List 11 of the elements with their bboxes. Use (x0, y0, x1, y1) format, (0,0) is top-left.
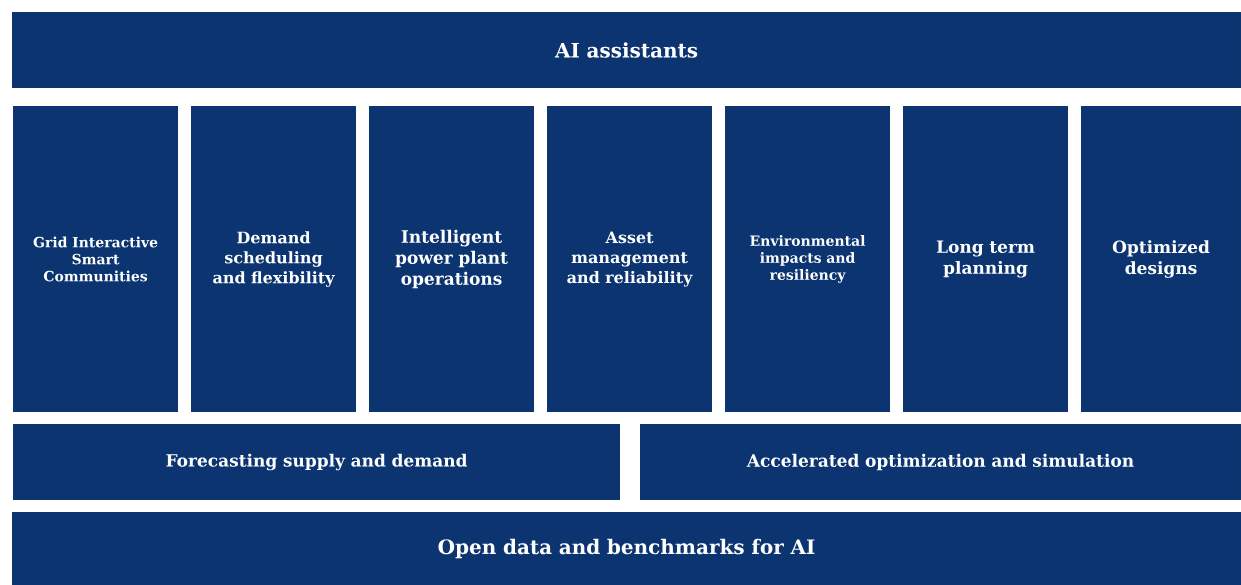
layer-band: Forecasting supply and demand (13, 424, 620, 500)
application-column: Asset management and reliability (547, 106, 712, 412)
application-column: Grid Interactive Smart Communities (13, 106, 178, 412)
application-column: Demand scheduling and flexibility (191, 106, 356, 412)
application-column: Long term planning (903, 106, 1068, 412)
layer-band: Open data and benchmarks for AI (12, 512, 1241, 585)
application-column: Environmental impacts and resiliency (725, 106, 890, 412)
application-column: Intelligent power plant operations (369, 106, 534, 412)
application-column: Optimized designs (1081, 106, 1241, 412)
layer-band: Accelerated optimization and simulation (640, 424, 1241, 500)
layer-band: AI assistants (12, 12, 1241, 88)
